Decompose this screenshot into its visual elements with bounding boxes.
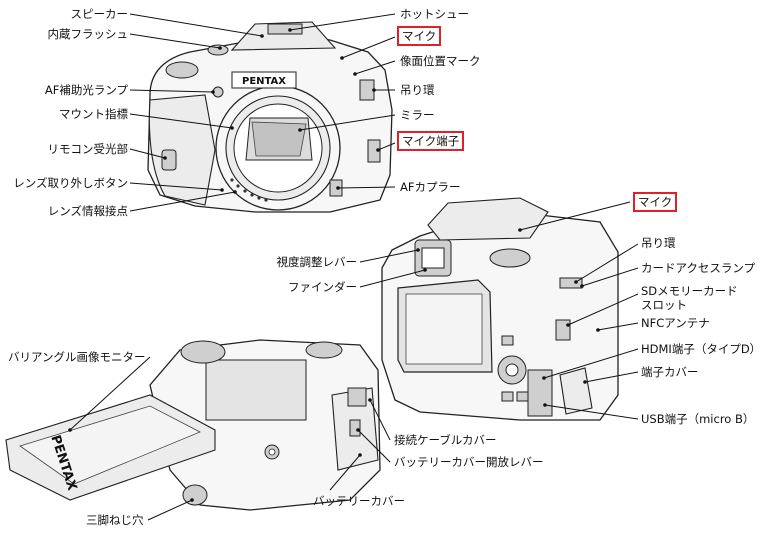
label-tripod-socket: 三脚ねじ穴 (86, 513, 144, 527)
label-remote-receiver: リモコン受光部 (47, 142, 129, 156)
label-strap-lug-front: 吊り環 (400, 83, 435, 97)
label-connection-cable-cover: 接続ケーブルカバー (394, 433, 497, 447)
label-diopter-lever: 視度調整レバー (276, 255, 358, 269)
label-mirror: ミラー (400, 108, 435, 122)
label-usb-terminal: USB端子（micro B） (641, 412, 755, 426)
label-mount-index: マウント指標 (59, 107, 128, 121)
label-af-coupler: AFカプラー (400, 180, 461, 194)
label-lens-release-button: レンズ取り外しボタン (13, 176, 128, 190)
label-battery-cover: バッテリーカバー (313, 494, 405, 508)
label-speaker: スピーカー (70, 7, 129, 21)
label-image-plane-mark: 像面位置マーク (400, 54, 481, 68)
label-battery-cover-release-lever: バッテリーカバー開放レバー (394, 455, 544, 469)
label-hot-shoe: ホットシュー (400, 7, 469, 21)
label-vari-angle-monitor: バリアングル画像モニター (8, 350, 146, 364)
label-builtin-flash: 内蔵フラッシュ (47, 27, 129, 41)
bottom-camera-illustration (5, 339, 381, 511)
label-lens-info-contacts: レンズ情報接点 (47, 204, 128, 218)
label-af-assist-lamp: AF補助光ランプ (44, 83, 128, 97)
label-mic-top-highlighted: マイク (397, 26, 442, 46)
label-viewfinder: ファインダー (288, 280, 357, 294)
label-card-access-lamp: カードアクセスランプ (641, 261, 756, 275)
front-camera-illustration (147, 21, 393, 213)
label-sd-card-slot-line1: SDメモリーカード (641, 284, 738, 298)
label-mic-back-highlighted: マイク (633, 192, 678, 212)
label-strap-lug-back: 吊り環 (641, 236, 676, 250)
leader-lines (68, 13, 639, 521)
front-brand-logo: PENTAX (242, 76, 286, 87)
label-nfc-antenna: NFCアンテナ (641, 316, 710, 330)
label-sd-card-slot-line2: スロット (641, 298, 687, 312)
back-camera-illustration (381, 197, 619, 421)
label-terminal-cover: 端子カバー (641, 365, 699, 379)
label-hdmi-terminal: HDMI端子（タイプD） (641, 342, 762, 356)
label-mic-terminal-highlighted: マイク端子 (397, 131, 465, 151)
